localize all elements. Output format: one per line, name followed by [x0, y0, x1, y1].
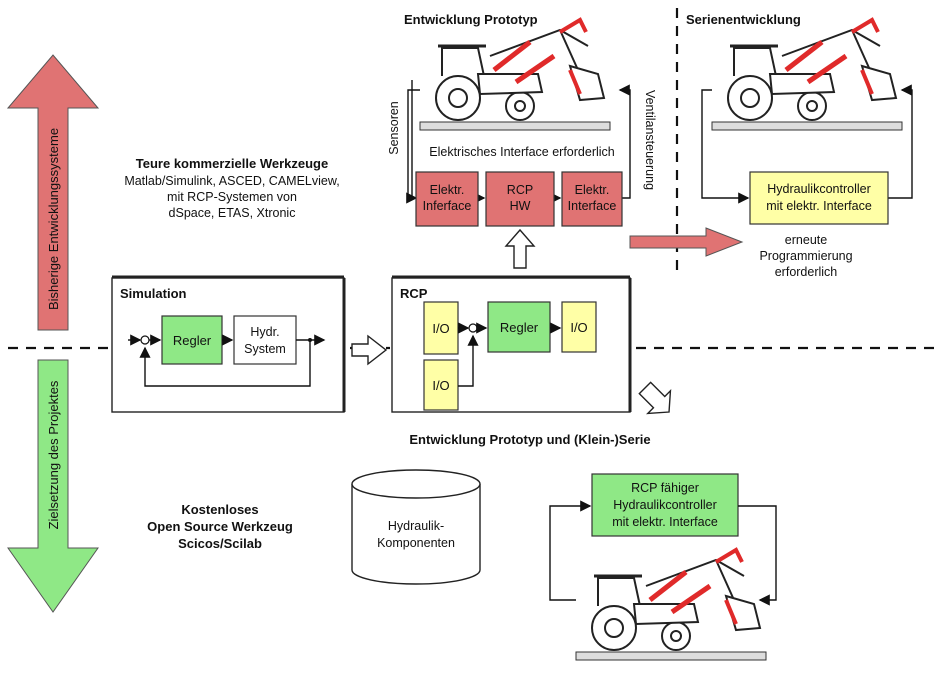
- elektr-interface-left-box: Elektr. Inferface: [415, 171, 479, 227]
- project-controller-line2: Hydraulikcontroller: [613, 498, 717, 512]
- project-controller-line1: RCP fähiger: [631, 481, 699, 495]
- rcp-io-right-box: I/O: [561, 301, 597, 353]
- prototype-tractor-image: [420, 20, 610, 130]
- database-line1: Hydraulik-: [388, 519, 444, 533]
- series-controller-line1: Hydraulikcontroller: [767, 182, 871, 196]
- red-transition-arrow: [629, 227, 744, 257]
- rcp-panel: RCP I/O I/O Regler I/O: [391, 275, 632, 413]
- project-section: RCP fähiger Hydraulikcontroller mit elek…: [549, 473, 777, 660]
- commercial-tools-line2: mit RCP-Systemen von: [167, 190, 297, 204]
- series-note-line1: erneute: [785, 233, 827, 247]
- rcp-io-bottom-box: I/O: [423, 359, 459, 411]
- elektr-interface-left-line2: Inferface: [423, 199, 472, 213]
- rcp-io-right-label: I/O: [570, 320, 587, 335]
- lower-left-arrow: Zielsetzung des Projektes: [7, 359, 99, 613]
- upper-arrow-label: Bisherige Entwicklungssysteme: [46, 128, 61, 310]
- hydraulic-components-database: Hydraulik- Komponenten: [351, 469, 481, 585]
- interface-required-note: Elektrisches Interface erforderlich: [429, 145, 615, 159]
- rcp-controller-label: Regler: [500, 320, 539, 335]
- simulation-controller-label: Regler: [173, 333, 212, 348]
- elektr-interface-right-box: Elektr. Interface: [561, 171, 623, 227]
- simulation-panel: Simulation Regler Hydr. System: [111, 275, 346, 413]
- series-title: Serienentwicklung: [686, 12, 801, 27]
- rcp-hw-line1: RCP: [507, 183, 533, 197]
- commercial-tools-line1: Matlab/Simulink, ASCED, CAMELview,: [124, 174, 339, 188]
- open-source-text: Kostenloses Open Source Werkzeug Scicos/…: [147, 502, 293, 551]
- series-tractor-image: [712, 20, 902, 130]
- elektr-interface-right-line2: Interface: [568, 199, 617, 213]
- database-line2: Komponenten: [377, 536, 455, 550]
- lower-arrow-label: Zielsetzung des Projektes: [46, 380, 61, 529]
- series-controller-box: Hydraulikcontroller mit elektr. Interfac…: [749, 171, 889, 225]
- series-section: Serienentwicklung Hydraulikcontroller mi…: [686, 12, 913, 279]
- commercial-tools-text: Teure kommerzielle Werkzeuge Matlab/Simu…: [124, 156, 339, 220]
- rcp-hw-line2: HW: [510, 199, 531, 213]
- simulation-plant-line1: Hydr.: [250, 325, 279, 339]
- hollow-right-arrow: [351, 334, 388, 366]
- commercial-tools-line3: dSpace, ETAS, Xtronic: [169, 206, 296, 220]
- series-note-line2: Programmierung: [759, 249, 852, 263]
- upper-left-arrow: Bisherige Entwicklungssysteme: [6, 54, 100, 331]
- series-note-line3: erforderlich: [775, 265, 838, 279]
- prototype-title: Entwicklung Prototyp: [404, 12, 538, 27]
- rcp-io-top-box: I/O: [423, 301, 459, 355]
- simulation-plant-line2: System: [244, 342, 286, 356]
- elektr-interface-right-line1: Elektr.: [575, 183, 610, 197]
- commercial-tools-title: Teure kommerzielle Werkzeuge: [136, 156, 328, 171]
- open-source-line3: Scicos/Scilab: [178, 536, 262, 551]
- project-section-title: Entwicklung Prototyp und (Klein-)Serie: [409, 432, 650, 447]
- rcp-io-bottom-label: I/O: [432, 378, 449, 393]
- simulation-plant-box: Hydr. System: [233, 315, 297, 365]
- sensors-label: Sensoren: [387, 101, 401, 155]
- valve-control-label: Ventilansteuerung: [643, 90, 657, 190]
- rcp-controller-box: Regler: [487, 301, 551, 353]
- rcp-hw-box: RCP HW: [485, 171, 555, 227]
- rcp-title: RCP: [400, 286, 428, 301]
- open-source-line2: Open Source Werkzeug: [147, 519, 293, 534]
- elektr-interface-left-line1: Elektr.: [430, 183, 465, 197]
- project-tractor-image: [576, 550, 766, 660]
- hollow-up-arrow: [504, 228, 536, 269]
- rcp-io-top-label: I/O: [432, 321, 449, 336]
- project-controller-box: RCP fähiger Hydraulikcontroller mit elek…: [591, 473, 739, 537]
- series-controller-line2: mit elektr. Interface: [766, 199, 872, 213]
- open-source-line1: Kostenloses: [181, 502, 258, 517]
- project-controller-line3: mit elektr. Interface: [612, 515, 718, 529]
- prototype-section: Entwicklung Prototyp Sensoren Ventilanst…: [387, 12, 657, 269]
- hollow-down-right-arrow: [638, 381, 672, 415]
- simulation-controller-box: Regler: [161, 315, 223, 365]
- simulation-title: Simulation: [120, 286, 187, 301]
